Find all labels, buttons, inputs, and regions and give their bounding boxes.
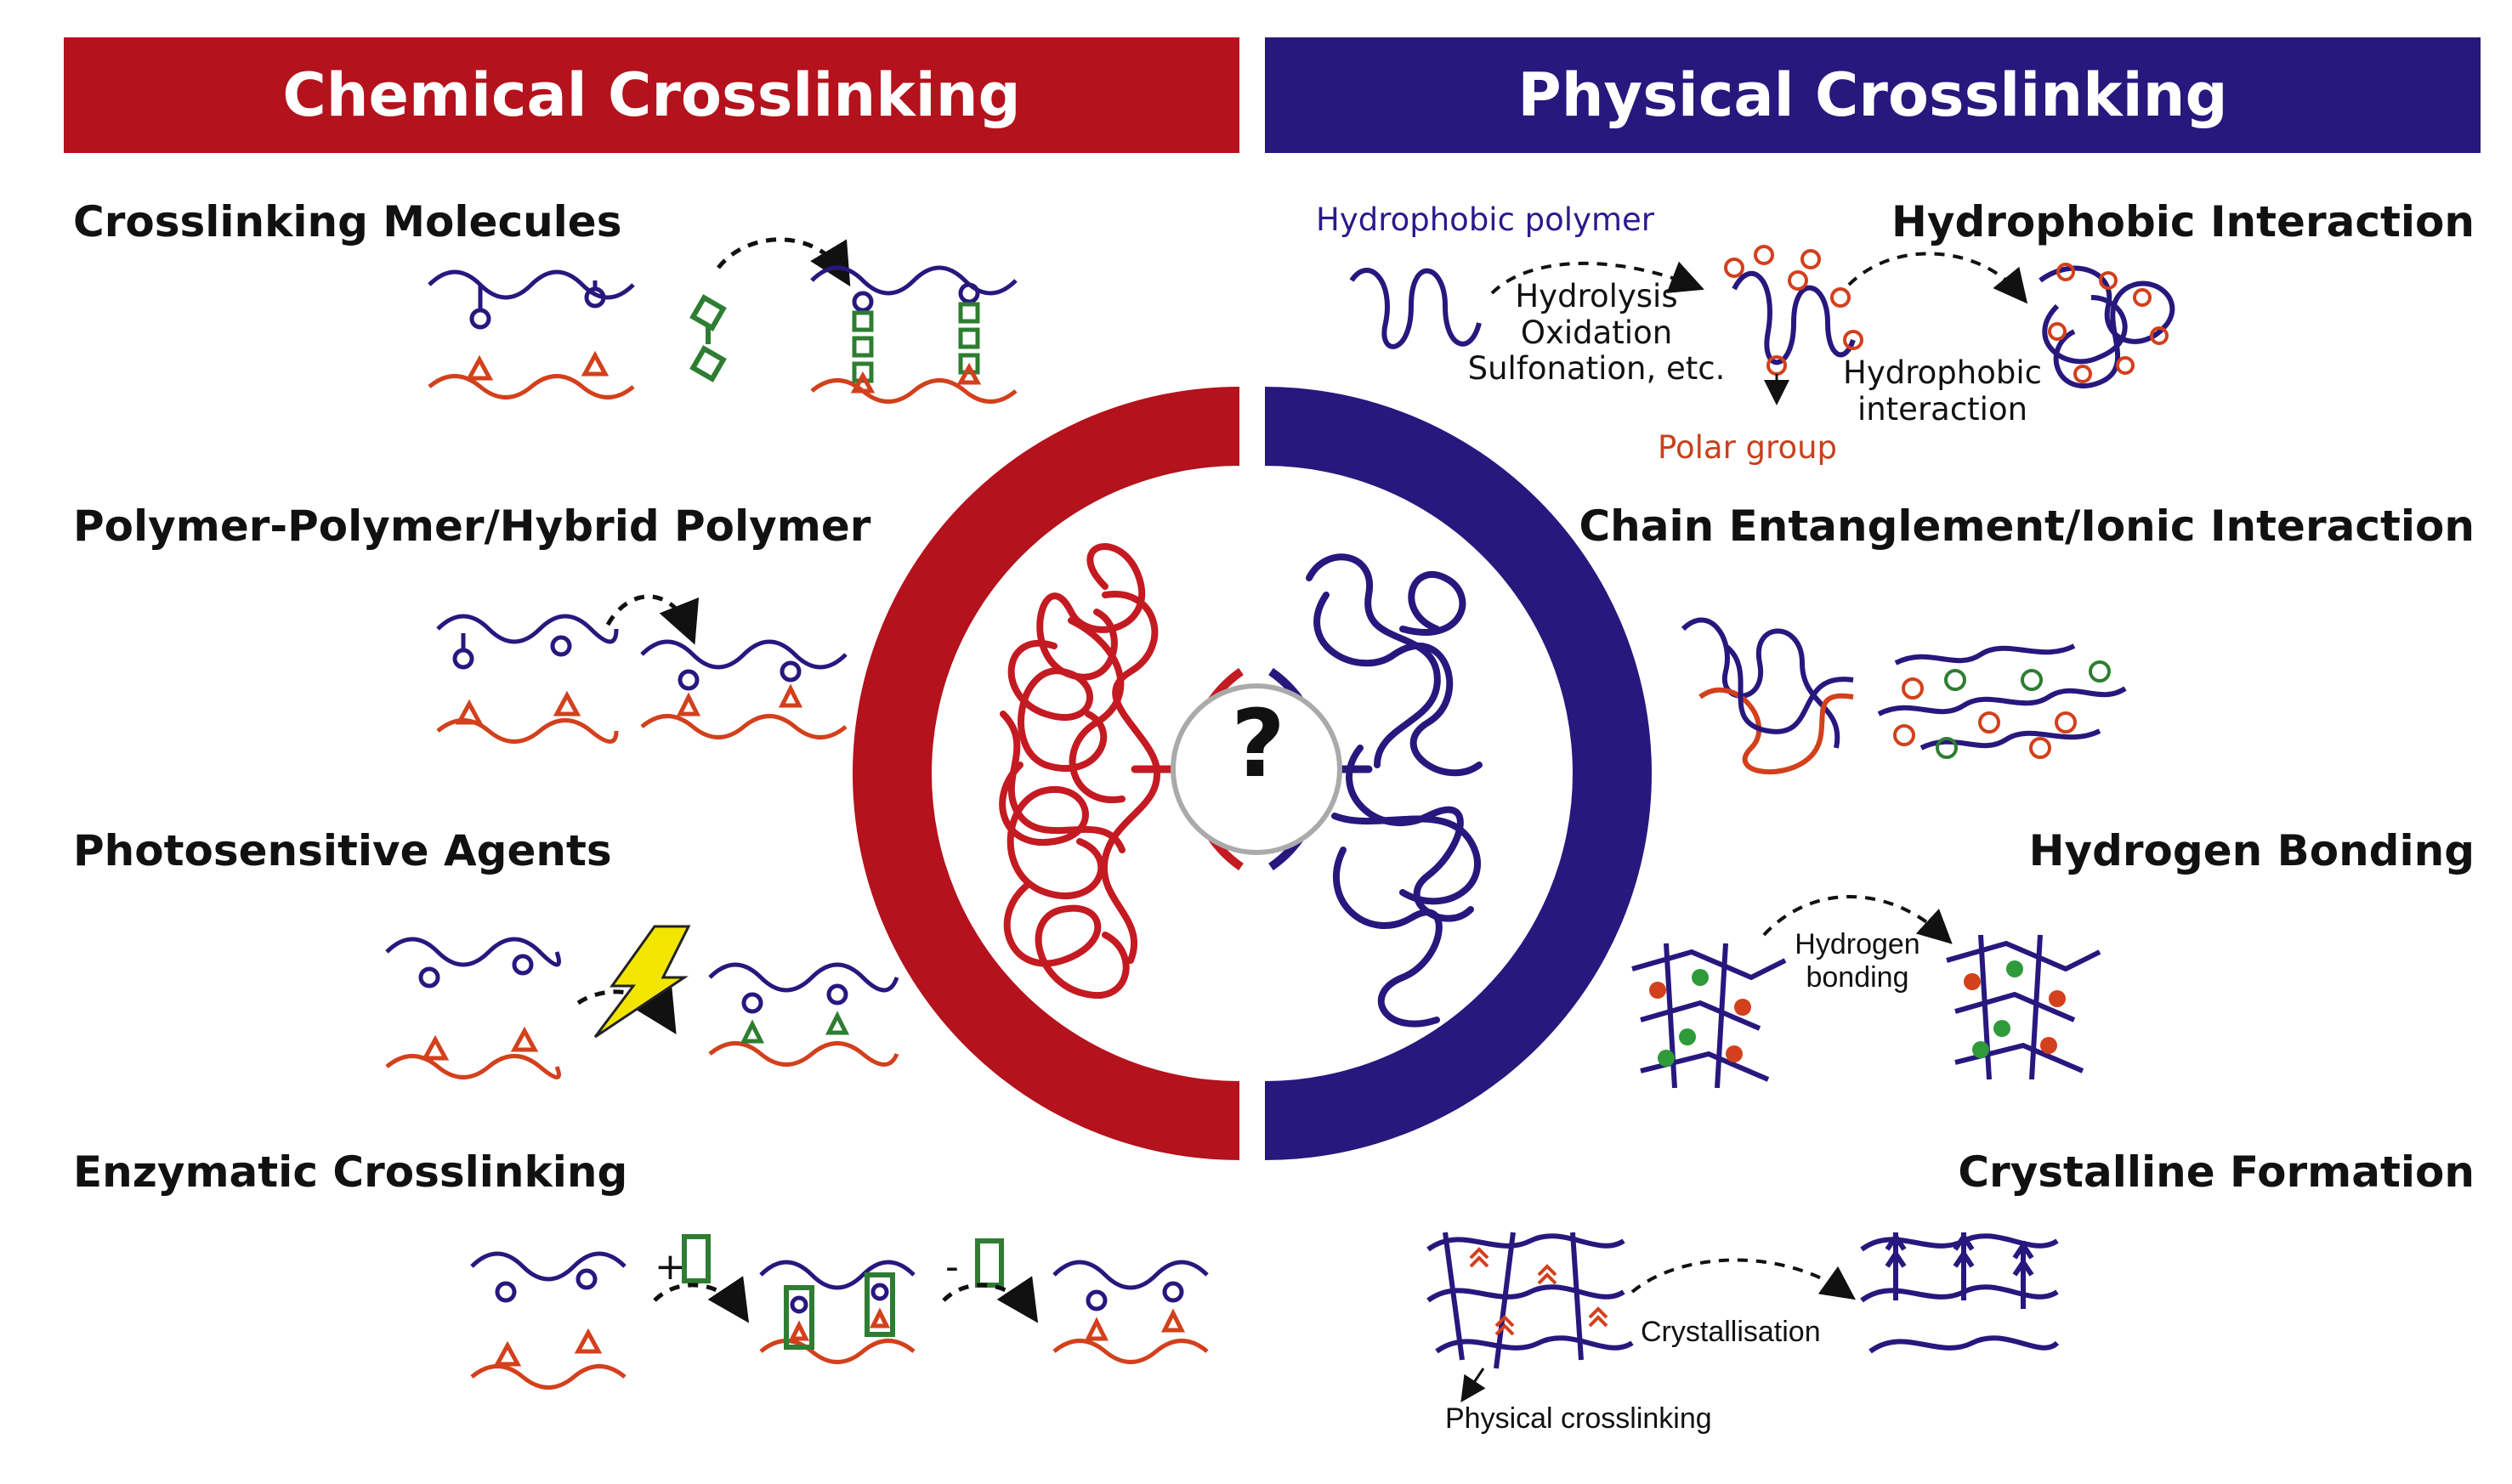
hydrogen-bonding-line-2: bonding — [1806, 961, 1909, 994]
section-enzymatic-crosslinking: Enzymatic Crosslinking — [73, 1147, 628, 1197]
hydrogen-bonding-label: Hydrogen bonding — [1781, 928, 1934, 994]
process-hydrolysis: Hydrolysis — [1515, 278, 1678, 314]
hydrophobic-interaction-line-2: interaction — [1857, 390, 2028, 428]
chemical-crosslinking-header: Chemical Crosslinking — [64, 37, 1239, 153]
svg-text:+: + — [655, 1245, 686, 1289]
hydrophobic-illustration — [1349, 245, 2175, 405]
hydrogen-bonding-illustration — [1631, 895, 2101, 1089]
section-hydrophobic-interaction: Hydrophobic Interaction — [1891, 197, 2475, 246]
central-ring — [853, 387, 1652, 1160]
crystallisation-label: Crystallisation — [1641, 1316, 1821, 1348]
physical-crosslinking-label: Physical crosslinking — [1445, 1402, 1712, 1435]
ring-half-physical — [1265, 387, 1652, 1160]
svg-text:-: - — [945, 1245, 959, 1289]
hydrogen-bonding-line-1: Hydrogen — [1795, 928, 1920, 960]
physical-network-coil — [1305, 553, 1483, 1028]
process-oxidation: Oxidation — [1520, 314, 1673, 351]
enzymatic-illustration: + - — [470, 1234, 1209, 1390]
ring-half-chemical — [853, 387, 1239, 1160]
question-mark: ? — [1231, 689, 1285, 798]
physical-crosslinking-header: Physical Crosslinking — [1265, 37, 2481, 153]
lightning-bolt-icon — [593, 925, 691, 1039]
question-core — [1171, 667, 1342, 871]
section-hydrogen-bonding: Hydrogen Bonding — [2028, 826, 2475, 875]
polar-group-label: Polar group — [1658, 429, 1838, 466]
photosensitive-illustration — [385, 925, 899, 1079]
section-crystalline-formation: Crystalline Formation — [1958, 1147, 2475, 1197]
crystalline-illustration — [1426, 1232, 2060, 1402]
crosslinking-molecules-illustration — [428, 237, 1018, 404]
section-polymer-polymer: Polymer-Polymer/Hybrid Polymer — [73, 501, 871, 551]
process-sulfonation: Sulfonation, etc. — [1467, 350, 1726, 388]
hydrophobic-interaction-label: Hydrophobic interaction — [1828, 354, 2057, 428]
polymer-polymer-illustration — [436, 594, 848, 744]
section-photosensitive-agents: Photosensitive Agents — [73, 826, 612, 875]
section-crosslinking-molecules: Crosslinking Molecules — [73, 197, 622, 246]
chemical-network-coil — [999, 543, 1194, 1000]
process-list: Hydrolysis Oxidation Sulfonation, etc. — [1460, 278, 1732, 388]
chain-entanglement-illustration — [1681, 617, 2127, 775]
section-chain-entanglement: Chain Entanglement/Ionic Interaction — [1579, 501, 2475, 551]
hydrophobic-polymer-label: Hydrophobic polymer — [1316, 201, 1655, 238]
hydrophobic-interaction-line-1: Hydrophobic — [1843, 354, 2042, 391]
